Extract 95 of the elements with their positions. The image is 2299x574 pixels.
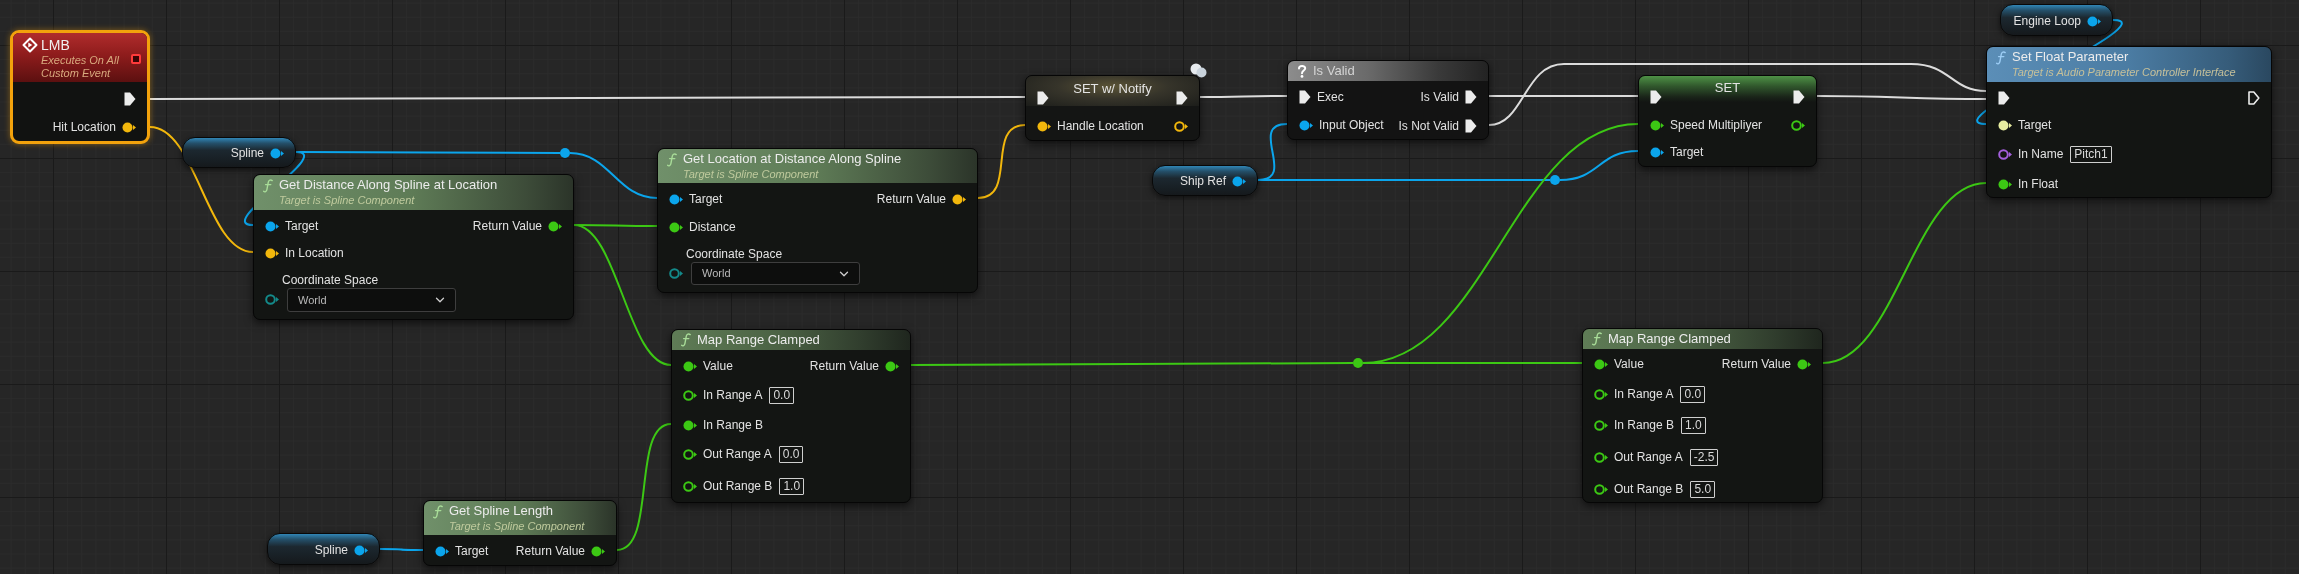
function-node bbox=[1582, 328, 1823, 503]
pin-label: In Float bbox=[2018, 177, 2059, 191]
pin-label: Input Object bbox=[1319, 118, 1384, 132]
node-subtitle: Target is Spline Component bbox=[449, 519, 585, 533]
pin-label: Distance bbox=[689, 220, 736, 234]
node-subtitle: Executes On All Custom Event bbox=[41, 54, 120, 80]
node-title: Get Distance Along Spline at Location bbox=[279, 177, 498, 193]
pin-label: Spline bbox=[314, 543, 348, 557]
node-title: Set Float Parameter bbox=[2012, 49, 2129, 65]
pin-label: In Range A bbox=[1614, 387, 1674, 401]
pin-label: Hit Location bbox=[52, 120, 116, 134]
pin-label: In Range B bbox=[703, 418, 764, 432]
pin-label: Is Not Valid bbox=[1398, 119, 1459, 133]
function-node bbox=[671, 329, 911, 503]
macro-node bbox=[1287, 60, 1489, 140]
pin-label: Return Value bbox=[515, 544, 585, 558]
pin-label: Out Range A bbox=[703, 447, 772, 461]
wire bbox=[1488, 95, 1639, 97]
node-title: Get Spline Length bbox=[449, 503, 554, 519]
function-node bbox=[1986, 46, 2272, 198]
variable-node bbox=[267, 533, 380, 565]
wire bbox=[149, 126, 254, 253]
wire bbox=[1822, 182, 1987, 364]
wire bbox=[977, 124, 1026, 199]
node-subtitle: Target is Audio Parameter Controller Interface bbox=[2012, 65, 2236, 79]
value-field: 1.0 bbox=[779, 477, 805, 495]
pin-label: Return Value bbox=[472, 219, 542, 233]
node-title: SET bbox=[1714, 80, 1741, 96]
pin-label: In Location bbox=[285, 246, 344, 260]
pin-label: Is Valid bbox=[1420, 90, 1459, 104]
pin-label: Value bbox=[1614, 357, 1644, 371]
event-node bbox=[10, 30, 150, 144]
pin-label: Return Value bbox=[1721, 357, 1791, 371]
variable-node bbox=[182, 137, 296, 168]
node-title: Get Location at Distance Along Spline bbox=[683, 151, 902, 167]
setter-node bbox=[1638, 75, 1817, 167]
pin-label: In Name bbox=[2018, 147, 2064, 161]
value-field: 1.0 bbox=[1681, 416, 1706, 434]
reroute-knot bbox=[1353, 358, 1363, 368]
pin-label: Speed Multipliyer bbox=[1670, 118, 1763, 132]
dropdown-select: World bbox=[691, 262, 860, 285]
pin-label: Value bbox=[703, 359, 733, 373]
node-title: Map Range Clamped bbox=[1608, 331, 1731, 347]
value-field: 0.0 bbox=[769, 386, 795, 404]
pin-label: Engine Loop bbox=[2013, 14, 2081, 28]
reroute-knot bbox=[1550, 175, 1560, 185]
pin-label: Target bbox=[455, 544, 489, 558]
pin-label: Target bbox=[2018, 118, 2052, 132]
pin-label: Handle Location bbox=[1057, 119, 1144, 133]
pin-label: Return Value bbox=[809, 359, 879, 373]
node-subtitle: Target is Spline Component bbox=[279, 193, 415, 207]
pin-label: Spline bbox=[230, 146, 264, 160]
function-node bbox=[657, 148, 978, 293]
function-node bbox=[423, 500, 617, 566]
wire bbox=[1816, 95, 1987, 100]
node-title: LMB bbox=[41, 36, 70, 54]
pin-label: Out Range B bbox=[703, 479, 773, 493]
variable-node bbox=[2000, 4, 2113, 36]
variable-node bbox=[1152, 165, 1258, 196]
pin-label: Target bbox=[1670, 145, 1704, 159]
pin-label: Exec bbox=[1317, 90, 1344, 104]
pin-label: In Range B bbox=[1614, 418, 1675, 432]
node-title: Is Valid bbox=[1313, 63, 1355, 79]
wire bbox=[1199, 95, 1288, 98]
node-title: Map Range Clamped bbox=[697, 332, 820, 348]
wire bbox=[1488, 63, 1987, 126]
pin-label: In Range A bbox=[703, 388, 763, 402]
value-field: -2.5 bbox=[1689, 448, 1719, 466]
setter-node bbox=[1025, 75, 1200, 141]
wire bbox=[616, 423, 672, 551]
pin-label: Target bbox=[689, 192, 723, 206]
wire bbox=[1362, 362, 1583, 364]
pin-label: Out Range B bbox=[1614, 482, 1684, 496]
wire bbox=[1559, 150, 1639, 181]
value-field: 5.0 bbox=[1690, 480, 1716, 498]
pin-label: Target bbox=[285, 219, 319, 233]
wire bbox=[1257, 179, 1551, 181]
pin-label: Out Range A bbox=[1614, 450, 1683, 464]
value-field: 0.0 bbox=[1680, 385, 1706, 403]
value-field: 0.0 bbox=[778, 445, 804, 463]
function-node bbox=[253, 174, 574, 320]
node-subtitle: Target is Spline Component bbox=[683, 167, 819, 181]
pin-label: Coordinate Space bbox=[686, 247, 783, 261]
wire bbox=[149, 96, 1026, 100]
reroute-knot bbox=[560, 148, 570, 158]
pin-label: Coordinate Space bbox=[282, 273, 379, 287]
pin-label: Ship Ref bbox=[1179, 174, 1226, 188]
value-field: Pitch1 bbox=[2070, 145, 2112, 163]
wire bbox=[379, 548, 424, 551]
wire bbox=[910, 362, 1354, 366]
dropdown-select: World bbox=[287, 288, 456, 312]
wire bbox=[569, 152, 658, 199]
pin-label: Return Value bbox=[876, 192, 946, 206]
node-title: SET w/ Notify bbox=[1073, 81, 1152, 97]
wire bbox=[573, 224, 672, 366]
